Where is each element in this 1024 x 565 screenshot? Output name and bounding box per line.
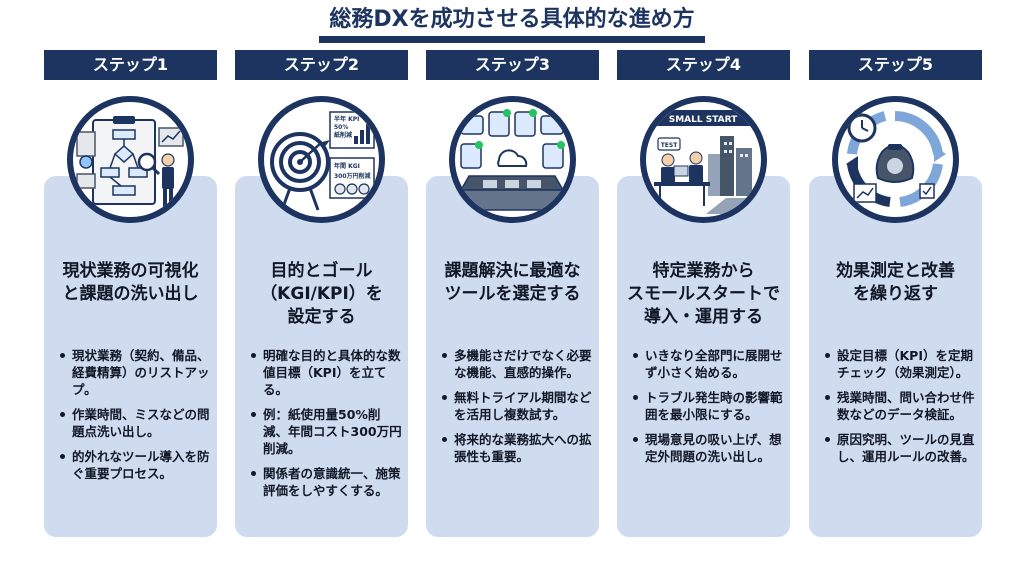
step-3-header: ステップ3 bbox=[426, 50, 599, 80]
step-5-icon-circle bbox=[832, 96, 959, 223]
icon-text: 300万円削減 bbox=[334, 172, 371, 180]
icon-text: 年間 KGI bbox=[334, 162, 360, 170]
list-item: 作業時間、ミスなどの問題点洗い出し。 bbox=[58, 406, 214, 440]
step-3-card bbox=[426, 176, 599, 537]
step-3-bullets: 多機能さだけでなく必要な機能、直感的操作。 無料トライアル期間などを活用し複数試… bbox=[440, 347, 596, 473]
list-item: 現状業務（契約、備品、経費精算）のリストアップ。 bbox=[58, 347, 214, 398]
list-item: 原因究明、ツールの見直し、運用ルールの改善。 bbox=[823, 431, 979, 465]
step-3-heading: 課題解決に最適な ツールを選定する bbox=[444, 261, 581, 304]
improvement-cycle-icon bbox=[846, 111, 946, 207]
step-5-heading: 効果測定と改善 を繰り返す bbox=[836, 261, 955, 304]
step-1-bullets: 現状業務（契約、備品、経費精算）のリストアップ。 作業時間、ミスなどの問題点洗い… bbox=[58, 347, 214, 490]
list-item: 明確な目的と具体的な数値目標（KPI）を立てる。 bbox=[249, 347, 405, 398]
icon-text: 紙削減 bbox=[334, 131, 352, 139]
step-5-column: ステップ5 効果測定と改善 を bbox=[809, 50, 982, 540]
list-item: 設定目標（KPI）を定期チェック（効果測定）。 bbox=[823, 347, 979, 381]
list-item: 現場意見の吸い上げ、想定外問題の洗い出し。 bbox=[631, 431, 787, 465]
step-5-header: ステップ5 bbox=[809, 50, 982, 80]
step-2-header: ステップ2 bbox=[235, 50, 408, 80]
list-item: いきなり全部門に展開せず小さく始める。 bbox=[631, 347, 787, 381]
step-5-bullets: 設定目標（KPI）を定期チェック（効果測定）。 残業時間、問い合わせ件数などのデ… bbox=[823, 347, 979, 473]
step-4-column: ステップ4 SMALL START TEST bbox=[617, 50, 790, 540]
tool-selection-icon bbox=[459, 109, 565, 211]
step-1-heading: 現状業務の可視化 と課題の洗い出し bbox=[62, 261, 199, 304]
step-4-bullets: いきなり全部門に展開せず小さく始める。 トラブル発生時の影響範囲を最小限にする。… bbox=[631, 347, 787, 473]
step-2-column: ステップ2 半年 KPI 50% 紙削減 年間 KGI 300 bbox=[235, 50, 408, 540]
step-4-heading: 特定業務から スモールスタートで 導入・運用する bbox=[627, 261, 780, 327]
icon-text: SMALL START bbox=[669, 115, 738, 125]
target-goal-icon: 半年 KPI 50% 紙削減 年間 KGI 300万円削減 bbox=[270, 111, 375, 211]
list-item: トラブル発生時の影響範囲を最小限にする。 bbox=[631, 389, 787, 423]
list-item: 将来的な業務拡大への拡張性も重要。 bbox=[440, 431, 596, 465]
list-item: 関係者の意識統一、施策評価をしやすくする。 bbox=[249, 465, 405, 499]
step-1-card bbox=[44, 176, 217, 537]
icon-text: TEST bbox=[661, 142, 679, 149]
step-1-icon-circle bbox=[67, 96, 194, 223]
icon-text: 半年 KPI bbox=[334, 115, 359, 123]
step-5-card bbox=[809, 176, 982, 537]
page-title: 総務DXを成功させる具体的な進め方 bbox=[319, 6, 705, 43]
small-start-icon: SMALL START TEST bbox=[654, 110, 756, 214]
steps-container: ステップ1 bbox=[44, 50, 982, 550]
step-1-header: ステップ1 bbox=[44, 50, 217, 80]
step-4-header: ステップ4 bbox=[617, 50, 790, 80]
list-item: 多機能さだけでなく必要な機能、直感的操作。 bbox=[440, 347, 596, 381]
step-2-icon-circle: 半年 KPI 50% 紙削減 年間 KGI 300万円削減 bbox=[258, 96, 385, 223]
step-4-icon-circle: SMALL START TEST bbox=[640, 96, 767, 223]
process-flowchart-icon bbox=[76, 116, 184, 209]
list-item: 無料トライアル期間などを活用し複数試す。 bbox=[440, 389, 596, 423]
step-3-icon-circle bbox=[449, 96, 576, 223]
step-3-column: ステップ3 課題解決に最 bbox=[426, 50, 599, 540]
list-item: 的外れなツール導入を防ぐ重要プロセス。 bbox=[58, 448, 214, 482]
title-bar: 総務DXを成功させる具体的な進め方 bbox=[0, 6, 1024, 43]
step-2-heading: 目的とゴール （KGI/KPI）を 設定する bbox=[260, 261, 383, 327]
step-2-bullets: 明確な目的と具体的な数値目標（KPI）を立てる。 例：紙使用量50%削減、年間コ… bbox=[249, 347, 405, 507]
list-item: 残業時間、問い合わせ件数などのデータ検証。 bbox=[823, 389, 979, 423]
list-item: 例：紙使用量50%削減、年間コスト300万円削減。 bbox=[249, 406, 405, 457]
icon-text: 50% bbox=[334, 124, 348, 131]
step-1-column: ステップ1 bbox=[44, 50, 217, 540]
step-4-card bbox=[617, 176, 790, 537]
step-2-card bbox=[235, 176, 408, 537]
